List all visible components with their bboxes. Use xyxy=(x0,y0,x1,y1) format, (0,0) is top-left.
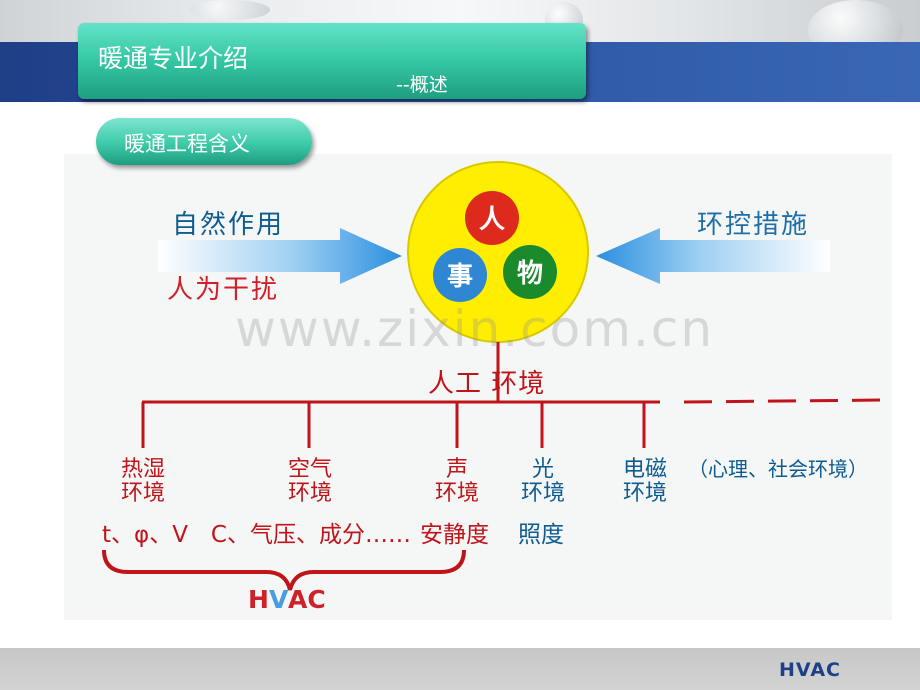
extra-environment-label: （心理、社会环境） xyxy=(688,457,868,481)
branch-bar-dashed xyxy=(683,398,885,404)
branch-label: 空气 xyxy=(288,457,332,482)
illuminance-label: 照度 xyxy=(518,522,564,548)
left-arrow xyxy=(158,228,402,284)
branch-label: 环境 xyxy=(435,481,479,506)
section-title-pill: 暖通工程含义 xyxy=(96,118,312,165)
right-arrow xyxy=(596,228,830,284)
water-drop xyxy=(190,0,270,20)
branch-label: 光 xyxy=(532,457,554,482)
branch-label: 电磁 xyxy=(623,457,667,482)
branch-label: 环境 xyxy=(521,481,565,506)
shi-circle xyxy=(433,248,487,302)
wu-circle xyxy=(503,245,557,299)
ren-label: 人 xyxy=(479,205,505,235)
title-box: 暖通专业介绍 --概述 xyxy=(78,23,586,99)
param-list-label: t、φ、V C、气压、成分…… xyxy=(102,522,411,548)
brace-label-h: H xyxy=(248,585,269,614)
artificial-environment-label: 人工 环境 xyxy=(428,369,545,399)
branch-label: 热湿 xyxy=(121,457,165,482)
brace-label-v: V xyxy=(269,585,289,614)
branch-label: 环境 xyxy=(623,481,667,506)
page-title: 暖通专业介绍 xyxy=(98,44,249,73)
natural-effect-label: 自然作用 xyxy=(172,210,284,240)
page-subtitle: --概述 xyxy=(396,74,448,96)
control-measures-label: 环控措施 xyxy=(697,210,809,240)
human-interference-label: 人为干扰 xyxy=(167,275,279,305)
branch-label: 声 xyxy=(446,457,468,482)
hvac-brace xyxy=(102,549,466,591)
ren-circle xyxy=(465,191,519,245)
footer-label: HVAC xyxy=(779,659,841,681)
shi-label: 事 xyxy=(447,262,473,292)
branch-label: 环境 xyxy=(288,481,332,506)
wu-label: 物 xyxy=(517,259,543,289)
footer-bar xyxy=(0,648,920,690)
branch-label: 环境 xyxy=(121,481,165,506)
quietness-label: 安静度 xyxy=(420,522,489,548)
brace-label-ac: AC xyxy=(288,585,326,614)
section-title: 暖通工程含义 xyxy=(124,132,250,156)
watermark: www.zixin.com.cn xyxy=(235,300,715,358)
